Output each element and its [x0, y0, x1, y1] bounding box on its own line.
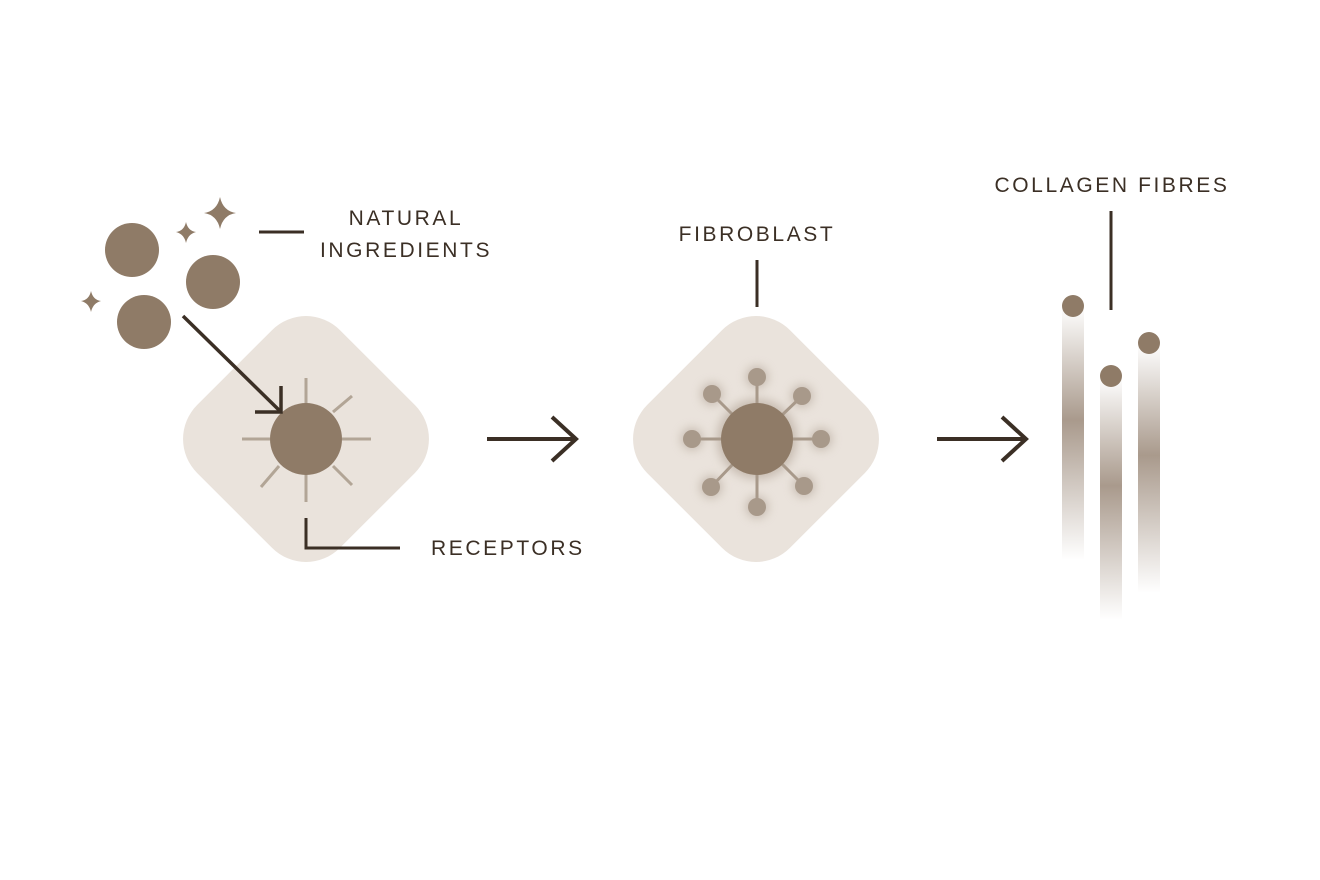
- collagen-fibre: [1100, 376, 1122, 620]
- fibroblast-cell: [721, 403, 793, 475]
- sparkle-icon: [81, 291, 101, 312]
- stage-fibroblast: FIBROBLAST: [633, 223, 879, 562]
- ingredient-circle: [117, 295, 171, 349]
- label-ingredients: INGREDIENTS: [320, 239, 492, 262]
- stage-receptors: NATURAL INGREDIENTS RECEPTORS: [81, 197, 585, 562]
- fibre-head: [1100, 365, 1122, 387]
- label-fibroblast: FIBROBLAST: [679, 223, 836, 246]
- ingredient-circle: [105, 223, 159, 277]
- fibroblast-node: [795, 477, 813, 495]
- receptors-connector: [304, 518, 400, 550]
- collagen-fibre: [1062, 306, 1084, 560]
- label-collagen-fibres: COLLAGEN FIBRES: [994, 174, 1229, 197]
- fibroblast-node: [812, 430, 830, 448]
- fibroblast-node: [748, 368, 766, 386]
- fibroblast-nodes: [683, 368, 830, 516]
- ingredient-circle: [186, 255, 240, 309]
- fibroblast-node: [703, 385, 721, 403]
- fibre-head: [1062, 295, 1084, 317]
- receptor-rays: [242, 378, 371, 502]
- receptor-cell: [270, 403, 342, 475]
- collagen-fibre: [1138, 343, 1160, 593]
- process-arrow-2: [937, 415, 1029, 463]
- fibroblast-node: [702, 478, 720, 496]
- label-receptors: RECEPTORS: [431, 537, 585, 560]
- label-natural: NATURAL: [349, 207, 464, 230]
- fibroblast-node: [683, 430, 701, 448]
- fibroblast-node: [748, 498, 766, 516]
- sparkle-icon: [204, 197, 236, 229]
- fibre-head: [1138, 332, 1160, 354]
- sparkle-icon: [176, 222, 196, 243]
- stage-collagen: COLLAGEN FIBRES: [994, 174, 1229, 620]
- ingredient-arrow: [181, 314, 283, 414]
- fibroblast-node: [793, 387, 811, 405]
- process-arrow-1: [487, 415, 579, 463]
